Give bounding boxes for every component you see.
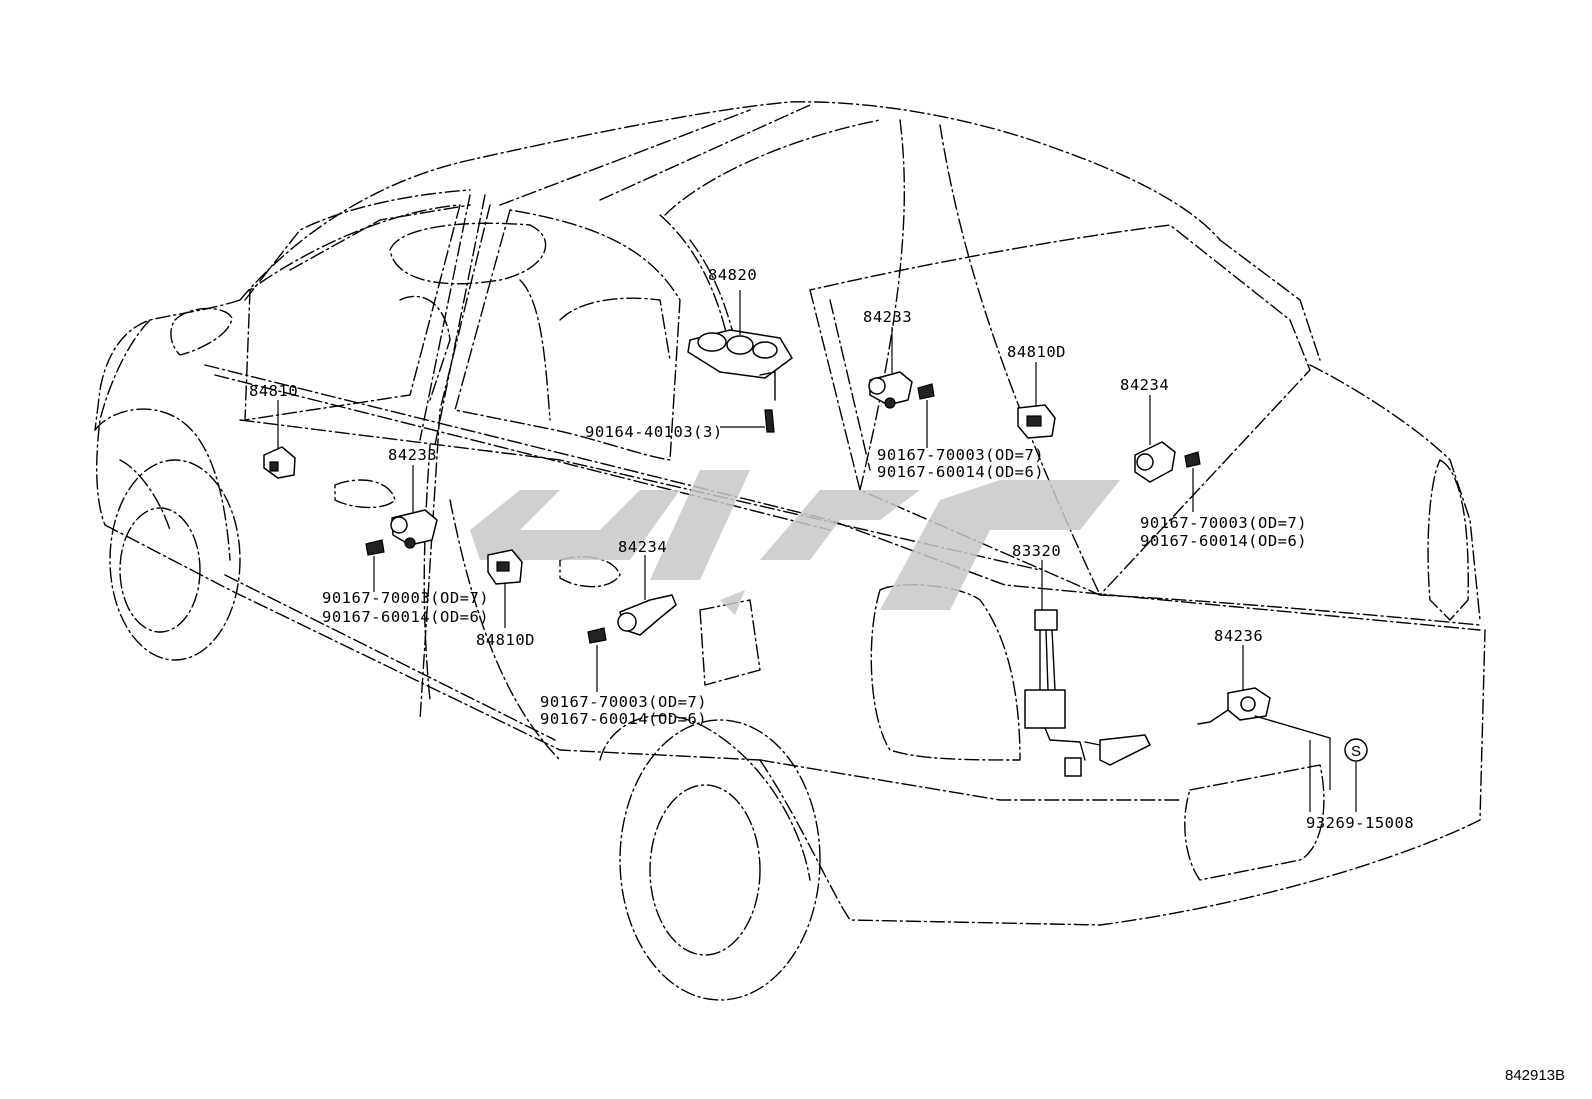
part-84233-rear: 84233 90167-70003(OD=7) 90167-60014(OD=6…: [863, 308, 1044, 481]
part-84233-front: 84233 90167-70003(OD=7) 90167-60014(OD=6…: [322, 446, 489, 626]
diagram-reference-code: 842913B: [1505, 1067, 1565, 1084]
part-84234-rear: 84234 90167-70003(OD=7) 90167-60014(OD=6…: [1120, 376, 1307, 550]
part-84810: 84810: [249, 382, 298, 479]
label-bolt-mid-a: 90167-70003(OD=7): [540, 693, 707, 711]
label-84233-front: 84233: [388, 446, 437, 464]
label-bolt-mid-b: 90167-60014(OD=6): [540, 710, 707, 728]
symbol-s: S: [1351, 743, 1361, 760]
label-83320: 83320: [1012, 542, 1061, 560]
label-90164-40103: 90164-40103(3): [585, 423, 723, 441]
clip-93269: S 93269-15008: [1306, 738, 1414, 832]
label-84234-front: 84234: [618, 538, 667, 556]
label-bolt-tail-b: 90167-60014(OD=6): [1140, 532, 1307, 550]
label-bolt-rear-a: 90167-70003(OD=7): [877, 446, 1044, 464]
part-84236: 84236: [1197, 627, 1331, 739]
part-84810d-front: 84810D: [476, 549, 535, 649]
part-84810d-rear: 84810D: [1007, 343, 1066, 439]
label-bolt-front-a: 90167-70003(OD=7): [322, 589, 489, 607]
label-84233-rear: 84233: [863, 308, 912, 326]
part-83320: 83320: [1012, 542, 1151, 777]
label-93269-15008: 93269-15008: [1306, 814, 1414, 832]
label-bolt-rear-b: 90167-60014(OD=6): [877, 463, 1044, 481]
watermark-logo: [470, 470, 1120, 615]
label-84820: 84820: [708, 266, 757, 284]
label-84810d-rear: 84810D: [1007, 343, 1066, 361]
label-84234-rear: 84234: [1120, 376, 1169, 394]
label-84810d-front: 84810D: [476, 631, 535, 649]
label-84810: 84810: [249, 382, 298, 400]
label-bolt-front-b: 90167-60014(OD=6): [322, 608, 489, 626]
label-bolt-tail-a: 90167-70003(OD=7): [1140, 514, 1307, 532]
part-84234-front: 84234 90167-70003(OD=7) 90167-60014(OD=6…: [540, 538, 707, 728]
label-84236: 84236: [1214, 627, 1263, 645]
part-84820: 84820 90164-40103(3): [585, 266, 793, 441]
